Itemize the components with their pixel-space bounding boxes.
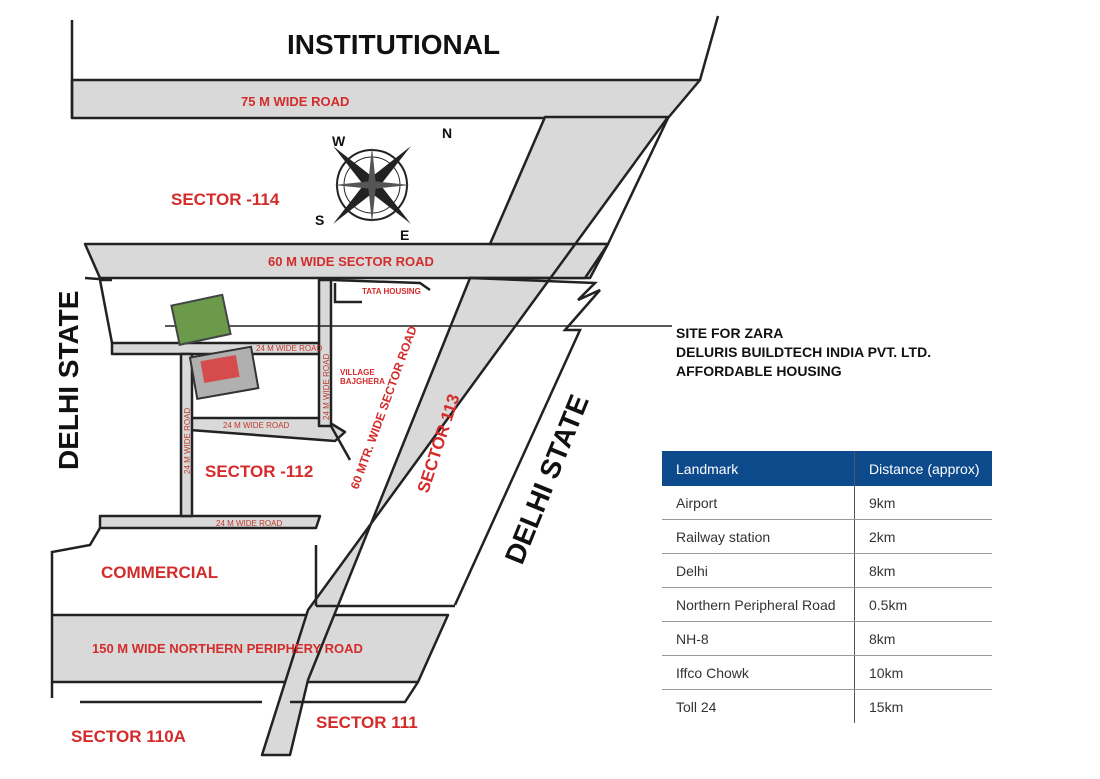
landmark-cell: Toll 24 xyxy=(676,698,717,715)
distance-cell: 8km xyxy=(854,621,992,656)
landmark-cell: Railway station xyxy=(662,519,855,554)
compass-icon xyxy=(333,146,411,224)
distance-cell: 10km xyxy=(854,655,992,690)
road-75m xyxy=(70,78,702,120)
boundary-right-edge xyxy=(606,117,670,245)
village-label: VILLAGE xyxy=(340,368,375,377)
landmark-cell: Iffco Chowk xyxy=(662,655,855,690)
boundary-bottom xyxy=(290,681,420,704)
road-24m-vertical-left-label: 24 M WIDE ROAD xyxy=(183,408,192,474)
site-marker xyxy=(165,293,672,401)
header-distance: Distance (approx) xyxy=(854,451,992,486)
road-24m-vertical-right-label: 24 M WIDE ROAD xyxy=(322,354,331,420)
header-landmark: Landmark xyxy=(662,451,855,486)
tata-housing-label: TATA HOUSING xyxy=(362,287,421,296)
landmark-cell: Northern Peripheral Road xyxy=(662,587,855,622)
landmark-cell: Delhi xyxy=(662,553,855,588)
compass-n-label: N xyxy=(442,125,452,141)
boundaries xyxy=(50,15,720,704)
distance-cell: 0.5km xyxy=(854,587,992,622)
site-line-2: DELURIS BUILDTECH INDIA PVT. LTD. xyxy=(676,344,932,360)
boundary-left-lower xyxy=(50,527,102,615)
boundary-112-right xyxy=(329,425,352,461)
road-150m-label: 150 M WIDE NORTHERN PERIPHERY ROAD xyxy=(92,641,363,656)
site-line-1: SITE FOR ZARA xyxy=(676,325,784,341)
boundary-delhi-right xyxy=(453,276,601,606)
landmark-cell: Airport xyxy=(662,486,855,520)
distance-cell: 9km xyxy=(854,486,992,520)
road-75m-label: 75 M WIDE ROAD xyxy=(241,94,349,109)
road-60m-sector xyxy=(83,242,610,280)
roads xyxy=(50,78,702,757)
road-24m-lower-label: 24 M WIDE ROAD xyxy=(216,519,282,528)
distance-cell: 15km xyxy=(854,689,992,723)
bajghera-label: BAJGHERA xyxy=(340,377,385,386)
site-description: SITE FOR ZARA DELURIS BUILDTECH INDIA PV… xyxy=(676,324,931,381)
road-60m-label: 60 M WIDE SECTOR ROAD xyxy=(268,254,434,269)
sector-114-label: SECTOR -114 xyxy=(171,190,280,209)
sector-110a-label: SECTOR 110A xyxy=(71,727,186,746)
boundary-tata xyxy=(333,283,362,304)
road-24m-middle-label: 24 M WIDE ROAD xyxy=(223,421,289,430)
landmark-cell: NH-8 xyxy=(662,621,855,656)
road-24m-upper-label: 24 M WIDE ROAD xyxy=(256,344,322,353)
commercial-label: COMMERCIAL xyxy=(101,563,218,582)
distance-cell: 8km xyxy=(854,553,992,588)
distance-cell: 2km xyxy=(854,519,992,554)
delhi-state-left-label: DELHI STATE xyxy=(53,291,84,470)
boundary-right-diagonal xyxy=(698,15,720,81)
table-header-row: Landmark Distance (approx) xyxy=(662,451,992,486)
sector-112-label: SECTOR -112 xyxy=(205,462,313,481)
compass-e-label: E xyxy=(400,227,409,243)
boundary-left-mid xyxy=(84,276,114,344)
road-24m-vertical-left xyxy=(179,352,194,518)
sector-111-label: SECTOR 111 xyxy=(316,713,418,732)
boundary-sector112 xyxy=(330,278,431,292)
table-row: Toll 24 15km xyxy=(662,689,992,723)
institutional-label: INSTITUTIONAL xyxy=(287,29,500,60)
site-line-3: AFFORDABLE HOUSING xyxy=(676,363,842,379)
compass-w-label: W xyxy=(332,133,346,149)
compass-s-label: S xyxy=(315,212,324,228)
road-diagonal-60m xyxy=(260,115,670,757)
road-24m-lower xyxy=(98,514,322,530)
